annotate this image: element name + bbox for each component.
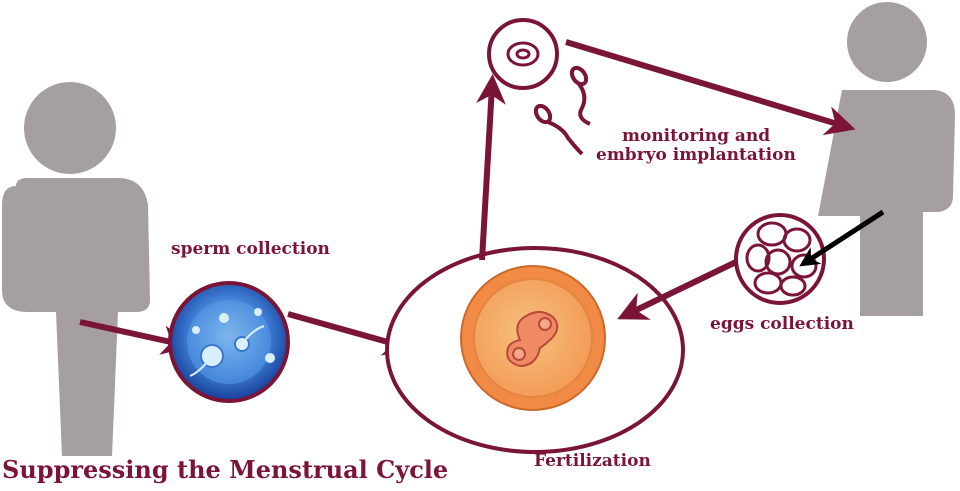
arrow-into-follicle: [799, 209, 885, 267]
male-figure-icon: [2, 82, 150, 456]
egg-follicle-icon: [734, 213, 826, 305]
arrow-male-to-sperm: [79, 319, 192, 355]
arrow-sperm-to-fertilization: [287, 311, 414, 356]
sperm-cell-image: [168, 281, 290, 403]
monitoring-label: monitoring and embryo implantation: [596, 126, 796, 166]
arrow-fertilization-to-sperm-egg: [475, 74, 506, 261]
fertilization-label: Fertilization: [534, 451, 651, 471]
sperm-collection-label: sperm collection: [171, 239, 330, 259]
arrow-sperm-egg-to-female: [565, 39, 856, 136]
arrow-follicle-to-fertilization: [617, 259, 738, 320]
monitoring-label-line1: monitoring and: [622, 126, 771, 146]
diagram-title: Suppressing the Menstrual Cycle: [2, 455, 449, 484]
sperm-and-egg-icon: [487, 18, 591, 156]
embryo-icon: [460, 265, 606, 411]
monitoring-label-line2: embryo implantation: [596, 145, 796, 166]
female-figure-icon: [818, 2, 955, 316]
eggs-collection-label: eggs collection: [710, 314, 854, 334]
